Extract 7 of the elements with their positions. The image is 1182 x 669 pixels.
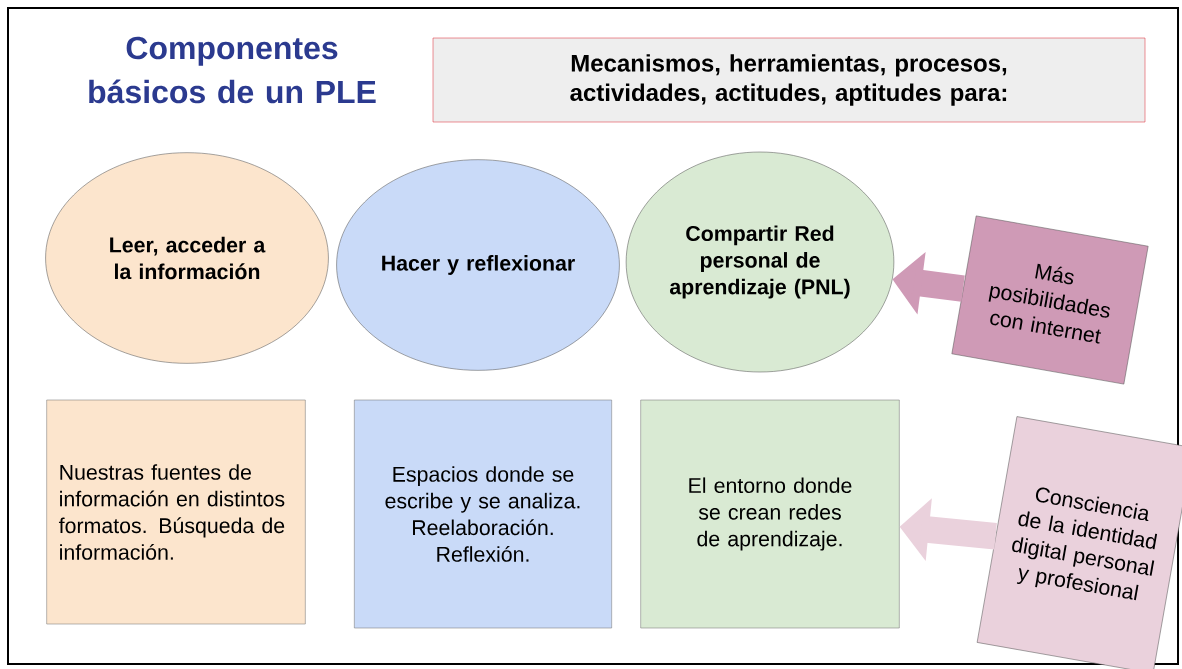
text-box: Consciencia de la identidad digital personal y profesional [976,416,1182,669]
text-box: El entorno donde se crean redes de aprendizaje. [640,399,900,629]
text-box: Espacios donde se escribe y se analiza. Reelaboración. Reflexión. [354,399,612,629]
text-box: Más posibilidades con internet [951,215,1149,385]
text-box: Nuestras fuentes de información en distintos formatos. Búsqueda de información. [46,399,306,625]
title: Componentes básicos de un PLE [89,36,376,104]
text-box: Mecanismos, herramientas, procesos, actividades, actitudes, aptitudes para: [432,37,1146,123]
